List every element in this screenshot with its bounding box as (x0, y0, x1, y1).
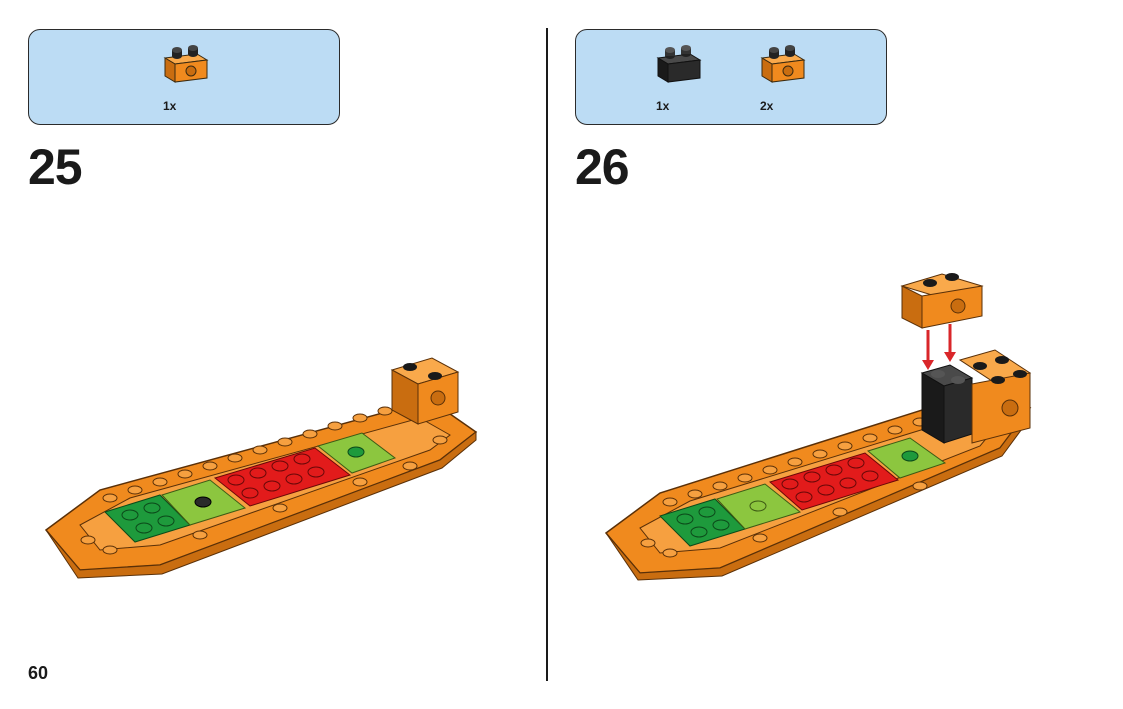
part-orange-technic-brick: 2x (752, 44, 812, 116)
parts-box-step-26: 1x 2x (575, 29, 887, 125)
part-quantity: 1x (656, 99, 670, 113)
part-quantity: 2x (760, 99, 774, 113)
part-orange-technic-brick: 1x (155, 44, 215, 116)
placement-arrows (922, 324, 956, 370)
step-number-26: 26 (575, 139, 630, 195)
black-brick-icon (656, 45, 702, 83)
orange-technic-brick-icon (163, 45, 209, 83)
boat-model-step-26 (604, 273, 1032, 581)
parts-box-step-25: 1x (28, 29, 340, 125)
black-brick-placed (920, 364, 974, 444)
page-number: 60 (28, 663, 49, 683)
boat-model-step-25 (44, 357, 478, 579)
floating-technic-brick (900, 273, 984, 329)
orange-technic-brick-icon (760, 45, 806, 83)
page-divider (546, 28, 548, 681)
step-number-25: 25 (28, 139, 83, 195)
part-quantity: 1x (163, 99, 177, 113)
stern-technic-brick (390, 357, 460, 425)
part-black-brick: 1x (648, 44, 708, 116)
stern-technic-brick (958, 349, 1032, 444)
